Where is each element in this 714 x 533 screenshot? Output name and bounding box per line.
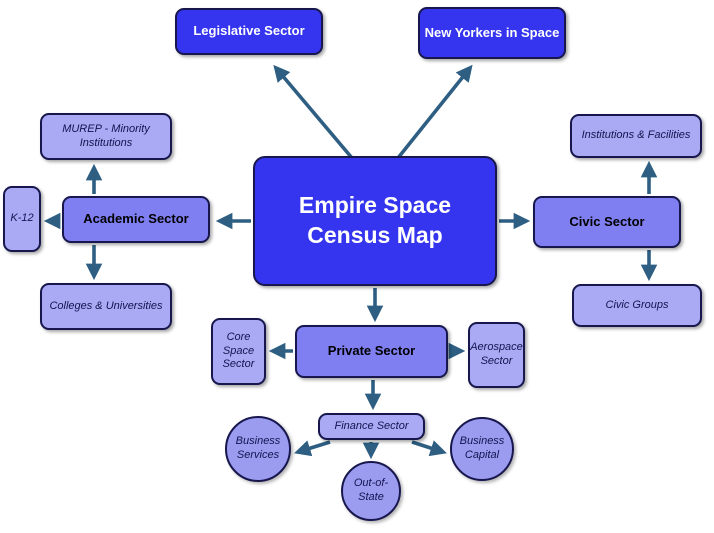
node-label: Core Space Sector [222, 330, 255, 371]
node-label: Academic Sector [83, 211, 189, 227]
node-finance-sector: Finance Sector [318, 413, 425, 440]
node-label: Business Capital [459, 435, 505, 461]
node-murep-minority-institutions: MUREP - Minority Institutions [40, 113, 172, 160]
node-aerospace-sector: Aerospace Sector [468, 322, 525, 388]
node-label: Civic Sector [569, 213, 645, 229]
node-civic-sector: Civic Sector [533, 196, 681, 248]
node-label: K-12 [10, 212, 34, 225]
node-core-space-sector: Core Space Sector [211, 318, 266, 385]
node-civic-groups: Civic Groups [572, 284, 702, 327]
node-business-services: Business Services [225, 416, 291, 482]
node-business-capital: Business Capital [450, 417, 514, 481]
node-empire-space-census-map: Empire Space Census Map [253, 156, 497, 286]
diagram-title: Empire Space Census Map [298, 192, 452, 248]
node-label: MUREP - Minority Institutions [62, 122, 150, 149]
node-label: Civic Groups [605, 298, 669, 311]
node-label: New Yorkers in Space [424, 24, 560, 40]
node-institutions-facilities: Institutions & Facilities [570, 114, 702, 158]
node-label: Private Sector [327, 343, 416, 359]
arrow-center-legislative [273, 64, 354, 160]
node-k-12: K-12 [3, 186, 41, 252]
node-colleges-universities: Colleges & Universities [40, 283, 172, 330]
arrow-finance-business-services [294, 440, 331, 457]
node-label: Out-of-State [353, 477, 389, 503]
node-out-of-state: Out-of-State [341, 461, 401, 521]
node-legislative-sector: Legislative Sector [175, 8, 323, 55]
arrow-finance-business-capital [411, 440, 447, 457]
node-academic-sector: Academic Sector [62, 196, 210, 243]
node-label: Institutions & Facilities [581, 129, 691, 142]
node-label: Colleges & Universities [49, 299, 163, 312]
node-new-yorkers-in-space: New Yorkers in Space [418, 7, 566, 59]
arrow-center-new-yorkers [396, 64, 473, 160]
node-label: Aerospace Sector [470, 341, 523, 367]
node-private-sector: Private Sector [295, 325, 448, 378]
node-label: Legislative Sector [193, 23, 305, 39]
node-label: Business Services [235, 435, 281, 461]
node-label: Finance Sector [334, 419, 409, 432]
